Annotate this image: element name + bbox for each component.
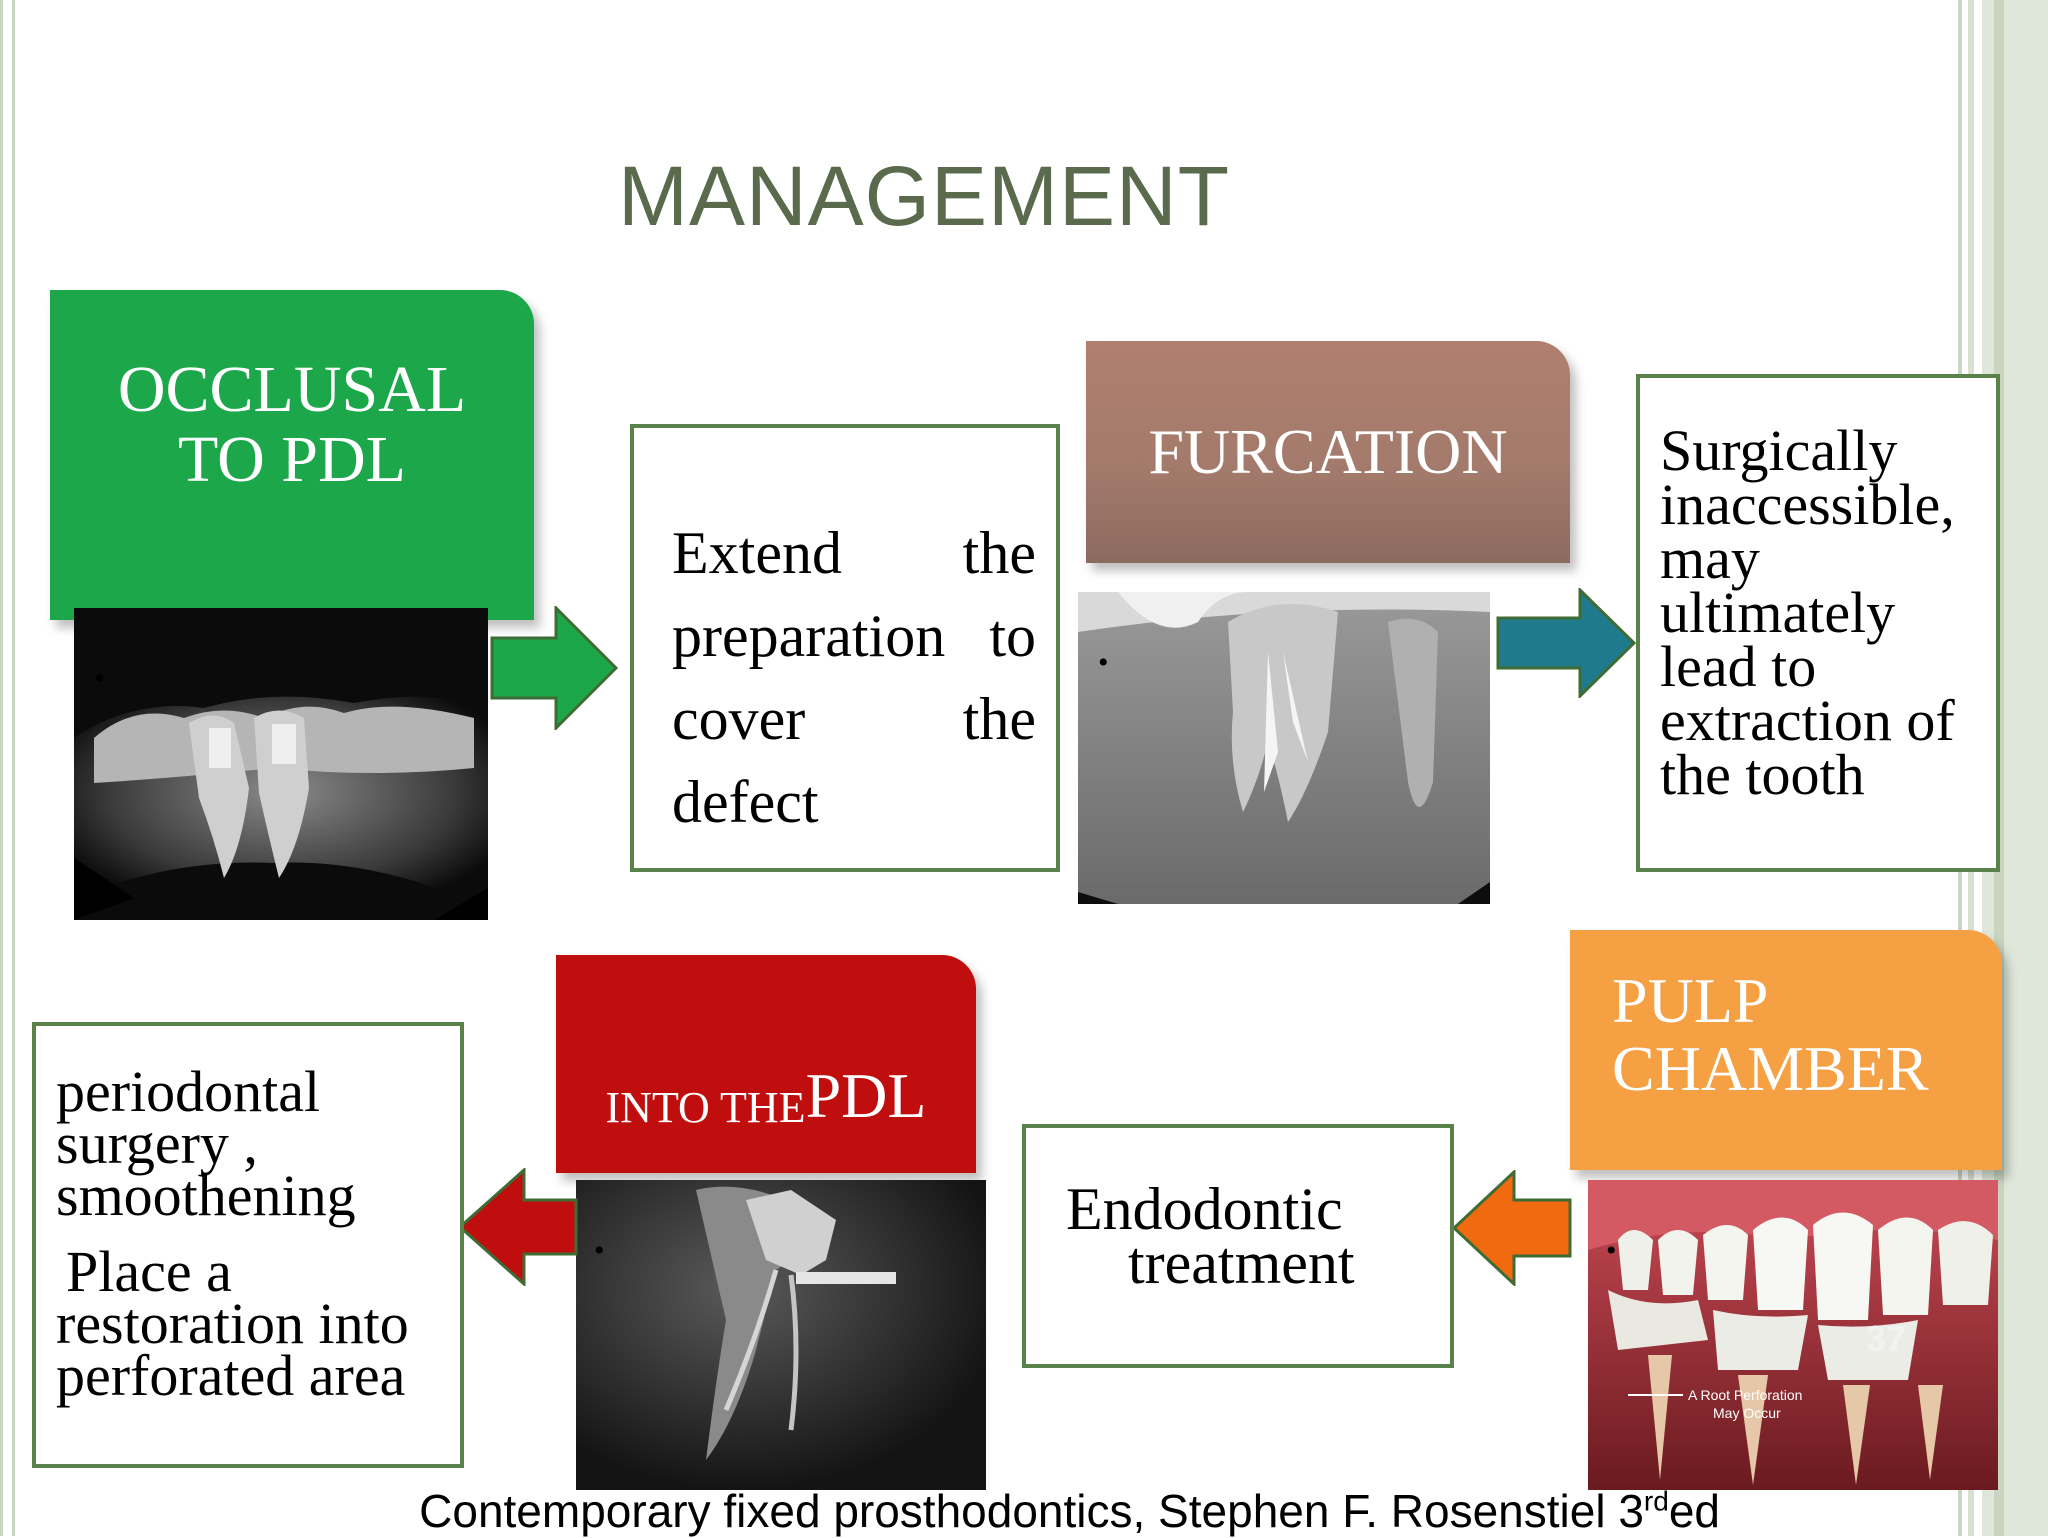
into-pdl-big: PDL <box>805 1060 927 1131</box>
pulp-line1: PULP <box>1612 965 1769 1036</box>
surgical-text-box: Surgically inaccessible, may ultimately … <box>1636 374 2000 872</box>
teal-right-arrow <box>1496 588 1637 698</box>
perio-line6: perforated area <box>56 1343 406 1408</box>
furcation-label: FURCATION <box>1148 416 1508 487</box>
xray-furcation-bullet: • <box>1098 646 1109 679</box>
root-perforation-label-line1: A Root Perforation <box>1688 1387 1802 1403</box>
xray-occlusal-graphic: • <box>74 608 488 920</box>
xray-furcation-image: • <box>1078 592 1490 904</box>
page-number: 37 <box>1866 1318 1907 1359</box>
periodontal-text-box: periodontal surgery , smoothening Place … <box>32 1022 464 1468</box>
surgical-text: Surgically inaccessible, may ultimately … <box>1660 418 1955 807</box>
extend-text: Extend the preparation to cover the defe… <box>672 520 1036 835</box>
endo-line1: Endodontic <box>1066 1176 1343 1242</box>
caption-main: Contemporary fixed prosthodontics, Steph… <box>419 1485 1644 1537</box>
red-left-arrow <box>458 1168 578 1286</box>
frame-line-left-inner <box>12 0 15 1536</box>
extend-text-box: Extend the preparation to cover the defe… <box>630 424 1060 872</box>
teeth-illustration-graphic: • A Root Perforation May Occur <box>1588 1180 1998 1490</box>
orange-left-arrow <box>1452 1170 1572 1286</box>
perio-line1: periodontal <box>56 1059 321 1124</box>
endodontic-text-box: Endodontic treatment <box>1022 1124 1454 1368</box>
frame-line-left <box>0 0 3 1536</box>
perio-line4: Place a <box>66 1239 232 1304</box>
occlusal-line1: OCCLUSAL <box>117 353 467 426</box>
green-right-arrow <box>490 606 619 730</box>
xray-into-pdl-image: • <box>576 1180 986 1490</box>
perio-line3: smoothening <box>56 1163 356 1228</box>
slide-title: MANAGEMENT <box>617 149 1231 243</box>
into-pdl-small: INTO THE <box>605 1083 806 1132</box>
xray-into-pdl-bullet: • <box>594 1234 605 1267</box>
perio-line2: surgery , <box>56 1111 258 1176</box>
xray-into-pdl-graphic: • <box>576 1180 986 1490</box>
caption-sup: rd <box>1643 1485 1669 1517</box>
caption-end: ed <box>1668 1485 1720 1537</box>
teeth-illustration-image: • A Root Perforation May Occur <box>1588 1180 1998 1490</box>
pulp-chamber-header: PULP CHAMBER <box>1570 930 2002 1170</box>
xray-furcation-graphic: • <box>1078 592 1490 904</box>
endo-line2: treatment <box>1128 1230 1355 1296</box>
perio-line5: restoration into <box>56 1291 409 1356</box>
occlusal-header: OCCLUSAL TO PDL <box>50 290 534 620</box>
citation-caption: Contemporary fixed prosthodontics, Steph… <box>0 1484 1720 1538</box>
furcation-header: FURCATION <box>1086 341 1570 563</box>
occlusal-line2: TO PDL <box>178 423 406 496</box>
xray-occlusal-image: • <box>74 608 488 920</box>
xray-occlusal-bullet: • <box>94 662 105 695</box>
pulp-line2: CHAMBER <box>1612 1033 1929 1104</box>
teeth-bullet: • <box>1606 1234 1617 1267</box>
root-perforation-label-line2: May Occur <box>1713 1405 1781 1421</box>
into-pdl-header: INTO THE PDL <box>556 955 976 1173</box>
